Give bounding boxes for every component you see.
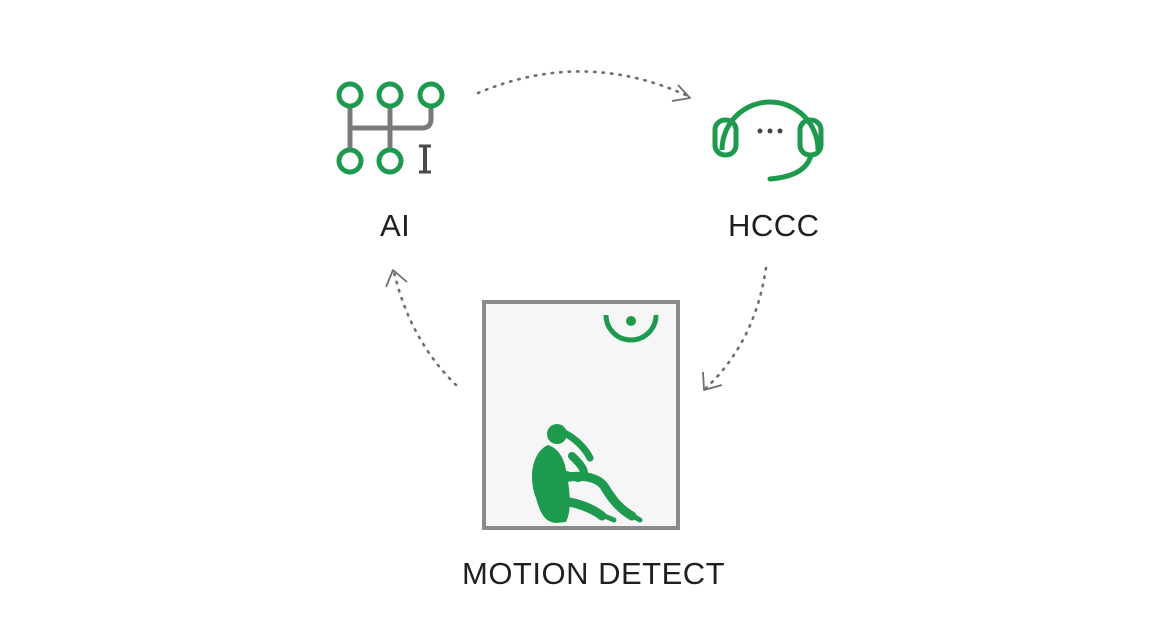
gear-shift-icon	[336, 81, 445, 175]
node-label-ai: AI	[380, 208, 411, 243]
headset-icon	[712, 99, 824, 182]
sensor-icon	[603, 314, 659, 343]
node-label-motion-detect: MOTION DETECT	[462, 556, 726, 591]
room-sensor-icon	[482, 300, 680, 530]
arrow-ai-to-hccc	[476, 70, 692, 102]
node-label-hccc: HCCC	[728, 208, 820, 243]
arrow-hccc-to-motion	[702, 266, 768, 391]
person-icon	[532, 424, 643, 523]
arrow-motion-to-ai	[385, 269, 458, 387]
